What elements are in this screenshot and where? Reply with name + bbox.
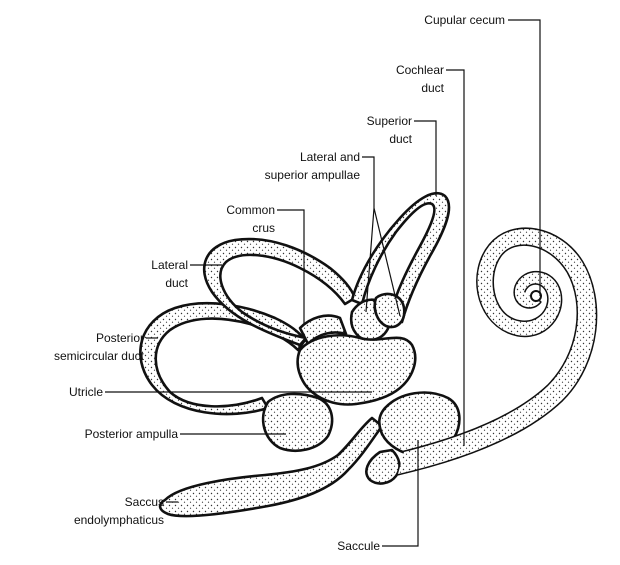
lateral-ampulla xyxy=(375,294,405,327)
label-saccus-endolymphaticus-line1: Saccus xyxy=(125,495,164,509)
utricle xyxy=(298,335,416,404)
label-cochlear-duct-line2: duct xyxy=(421,81,444,95)
leader-cochlear-duct xyxy=(446,70,464,446)
label-lateral-superior-ampullae-line2: superior ampullae xyxy=(265,168,361,182)
label-cochlear-duct-line1: Cochlear xyxy=(396,63,444,77)
label-common-crus-line1: Common xyxy=(226,203,275,217)
label-posterior-semicircular-duct-line2: semicircular duct xyxy=(54,349,145,363)
label-common-crus-line2: crus xyxy=(252,221,275,235)
labels: Cupular cecum Cochlear duct Superior duc… xyxy=(54,13,505,553)
label-saccule: Saccule xyxy=(337,539,380,553)
label-lateral-duct-line1: Lateral xyxy=(151,258,188,272)
ductus-reuniens xyxy=(366,450,399,483)
leader-superior-duct xyxy=(414,121,436,196)
posterior-ampulla xyxy=(263,394,332,451)
leader-cupular-cecum xyxy=(508,20,540,296)
label-cupular-cecum: Cupular cecum xyxy=(424,13,505,27)
labyrinth-structures xyxy=(140,193,595,516)
label-lateral-superior-ampullae-line1: Lateral and xyxy=(300,150,360,164)
label-superior-duct-line1: Superior xyxy=(367,114,412,128)
label-posterior-ampulla: Posterior ampulla xyxy=(85,427,179,441)
label-posterior-semicircular-duct-line1: Posterior xyxy=(96,331,144,345)
label-utricle: Utricle xyxy=(69,385,103,399)
label-saccus-endolymphaticus-line2: endolymphaticus xyxy=(74,513,164,527)
label-lateral-duct-line2: duct xyxy=(165,276,188,290)
label-superior-duct-line2: duct xyxy=(389,132,412,146)
